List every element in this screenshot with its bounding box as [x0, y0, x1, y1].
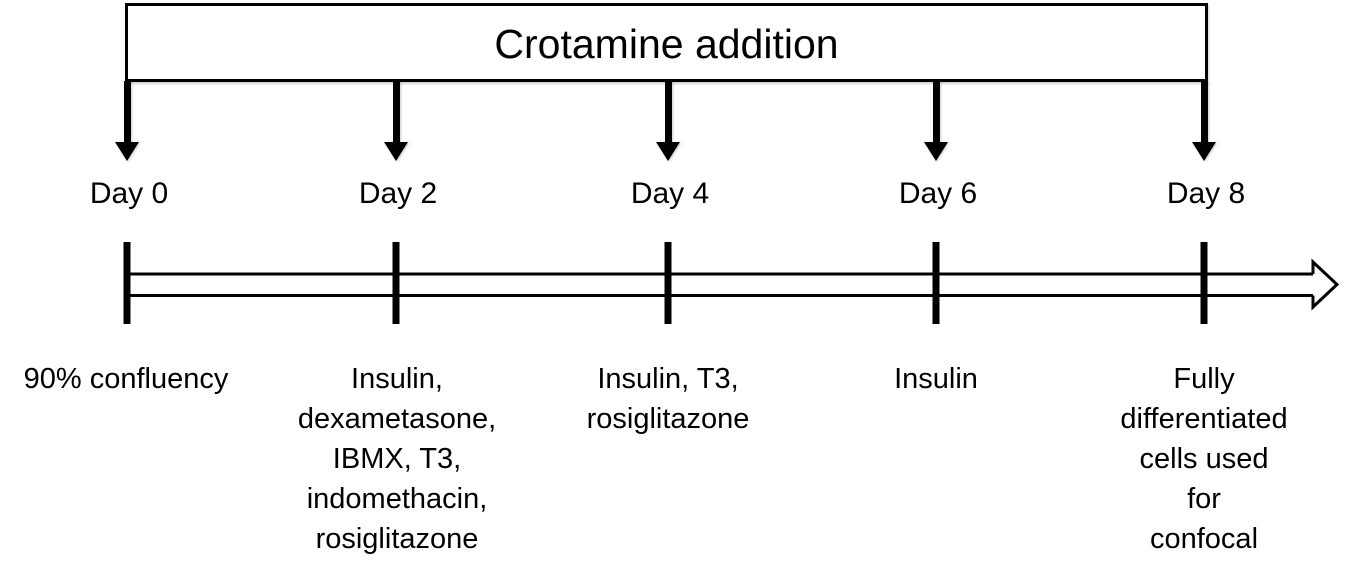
down-arrow-day-8	[1192, 81, 1216, 161]
tick-day-6	[932, 242, 940, 324]
arrowhead-icon	[656, 142, 680, 161]
down-arrow-day-4	[656, 81, 680, 161]
arrow-shaft	[123, 81, 131, 142]
arrowhead-icon	[924, 142, 948, 161]
treatment-day-2: Insulin, dexametasone, IBMX, T3, indomet…	[297, 363, 497, 555]
figure-title: Crotamine addition	[494, 21, 839, 67]
treatment-day-6: Insulin	[894, 363, 978, 395]
day-label-8: Day 8	[1166, 177, 1246, 210]
treatment-day-4: Insulin, T3, rosiglitazone	[586, 363, 750, 435]
down-arrow-day-0	[115, 81, 139, 161]
treatment-day-0: 90% confluency	[23, 363, 229, 395]
day-label-2: Day 2	[358, 177, 438, 210]
day-label-4: Day 4	[630, 177, 710, 210]
arrowhead-icon	[115, 142, 139, 161]
arrow-shaft	[392, 81, 400, 142]
arrow-shaft	[932, 81, 940, 142]
crotamine-addition-box: Crotamine addition	[125, 3, 1208, 82]
treatment-day-8: Fully differentiated cells used for conf…	[1120, 363, 1288, 566]
arrowhead-icon	[1192, 142, 1216, 161]
down-arrow-day-6	[924, 81, 948, 161]
arrowhead-icon	[384, 142, 408, 161]
tick-day-4	[664, 242, 672, 324]
tick-day-0	[123, 242, 131, 324]
tick-day-8	[1200, 242, 1208, 324]
arrow-shaft	[664, 81, 672, 142]
timeline-open-arrowhead-icon	[1311, 258, 1340, 311]
down-arrow-day-2	[384, 81, 408, 161]
arrow-shaft	[1200, 81, 1208, 142]
day-label-6: Day 6	[898, 177, 978, 210]
tick-day-2	[392, 242, 400, 324]
day-label-0: Day 0	[89, 177, 169, 210]
